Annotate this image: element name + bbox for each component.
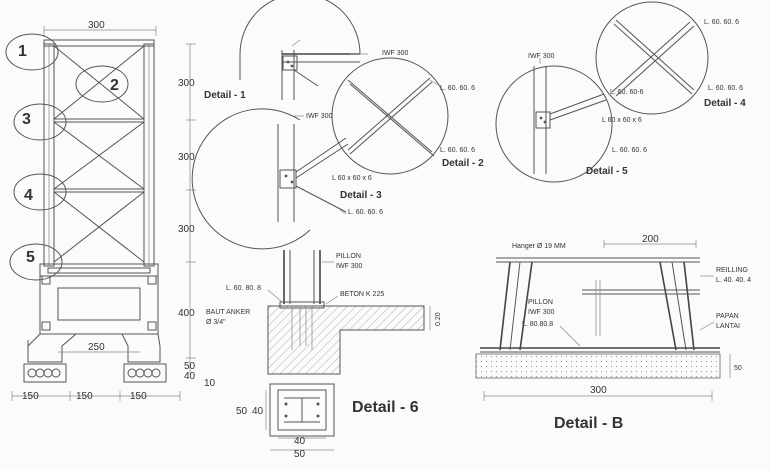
- detail-6-iwf: IWF 300: [336, 263, 363, 270]
- detail-5-plate: L 60 x 60 x 6: [602, 117, 642, 124]
- detail-b-title: Detail - B: [554, 415, 623, 432]
- detail-b-papan-1: PAPAN: [716, 313, 739, 320]
- frame-dim-250: 250: [88, 342, 105, 353]
- detail-6-dim-left-outer: 50: [236, 406, 248, 417]
- detail-6-pillon: PILLON: [336, 253, 361, 260]
- node-callout-3: 3: [13, 103, 67, 141]
- svg-text:2: 2: [110, 77, 119, 94]
- detail-6: PILLON IWF 300 L. 60. 80. 8 BETON K 225 …: [206, 250, 442, 460]
- detail-b-dim-300: 300: [590, 385, 607, 396]
- detail-2-iwf: IWF 300: [306, 113, 333, 120]
- detail-5-iwf: IWF 300: [528, 53, 555, 60]
- detail-3-title: Detail - 3: [340, 190, 382, 201]
- detail-4: L. 60. 60. 6 L. 60. 60. 6 Detail - 4: [595, 1, 746, 115]
- detail-b-angle: L. 80.80.8: [522, 321, 553, 328]
- detail-1-title: Detail - 1: [204, 90, 246, 101]
- detail-1-iwf: IWF 300: [382, 50, 409, 57]
- detail-b: Hanger Ø 19 MM 200 REILLING L. 40. 40. 4…: [475, 234, 751, 432]
- svg-text:4: 4: [24, 187, 33, 204]
- detail-6-dim-020: 0.20: [435, 312, 442, 326]
- pile-group-left: [23, 363, 67, 383]
- detail-1: IWF 300 Detail - 1: [204, 0, 409, 101]
- svg-text:5: 5: [26, 249, 35, 266]
- frame-elevation: 300: [5, 20, 216, 402]
- detail-2-title: Detail - 2: [442, 158, 484, 169]
- detail-2-angle-top: L. 60. 60. 6: [440, 85, 475, 92]
- detail-4-angle-mid: L. 60. 60. 6: [708, 85, 743, 92]
- svg-text:1: 1: [18, 43, 27, 60]
- frame-right-dim-4: 400: [178, 308, 195, 319]
- detail-6-anchor-2: Ø 3/4": [206, 319, 226, 326]
- detail-6-beton: BETON K 225: [340, 291, 384, 298]
- node-callout-5: 5: [9, 243, 63, 281]
- detail-3-angle: L. 60. 60. 6: [348, 209, 383, 216]
- frame-bottom-dim-2: 150: [76, 391, 93, 402]
- svg-text:3: 3: [22, 111, 31, 128]
- detail-6-dim-bot-inner: 40: [294, 436, 306, 447]
- detail-6-dim-bot-outer: 50: [294, 449, 306, 460]
- detail-5-angle-bot: L. 60. 60. 6: [612, 147, 647, 154]
- detail-b-hanger: Hanger Ø 19 MM: [512, 243, 566, 250]
- pile-group-right: [123, 363, 167, 383]
- detail-b-dim-200: 200: [642, 234, 659, 245]
- detail-5-angle-top: L. 60. 60-6: [610, 89, 644, 96]
- detail-3-plate: L 60 x 60 x 6: [332, 175, 372, 182]
- frame-right-dim-6: 40: [184, 371, 196, 382]
- detail-4-angle-top: L. 60. 60. 6: [704, 19, 739, 26]
- detail-5-title: Detail - 5: [586, 166, 628, 177]
- frame-bottom-dim-1: 150: [22, 391, 39, 402]
- frame-right-dim-2: 300: [178, 152, 195, 163]
- node-callout-1: 1: [5, 33, 59, 71]
- detail-6-title: Detail - 6: [352, 399, 419, 416]
- frame-right-dim-5: 50: [184, 361, 196, 372]
- detail-6-angle: L. 60. 80. 8: [226, 285, 261, 292]
- detail-6-dim-left-inner: 40: [252, 406, 264, 417]
- detail-2: L. 60. 60. 6 L. 60. 60. 6 Detail - 2 IWF…: [294, 57, 484, 175]
- node-callout-2: 2: [75, 65, 129, 103]
- detail-6-anchor-1: BAUT ANKER: [206, 309, 250, 316]
- detail-5: IWF 300 L. 60. 60-6 L 60 x 60 x 6 L. 60.…: [495, 53, 647, 183]
- detail-b-reiling-1: REILLING: [716, 267, 748, 274]
- detail-3: L 60 x 60 x 6 Detail - 3 L. 60. 60. 6: [191, 108, 383, 250]
- detail-b-reiling-2: L. 40. 40. 4: [716, 277, 751, 284]
- detail-b-iwf: IWF 300: [528, 309, 555, 316]
- detail-2-angle-bot: L. 60. 60. 6: [440, 147, 475, 154]
- detail-b-dim-50: 50: [734, 365, 742, 372]
- detail-4-title: Detail - 4: [704, 98, 746, 109]
- node-callout-4: 4: [13, 173, 67, 211]
- detail-b-papan-2: LANTAI: [716, 323, 740, 330]
- frame-top-dim: 300: [88, 20, 105, 31]
- frame-bottom-dim-3: 150: [130, 391, 147, 402]
- detail-b-pillon: PILLON: [528, 299, 553, 306]
- frame-dim-10: 10: [204, 378, 216, 389]
- frame-right-dim-3: 300: [178, 224, 195, 235]
- frame-right-dim-1: 300: [178, 78, 195, 89]
